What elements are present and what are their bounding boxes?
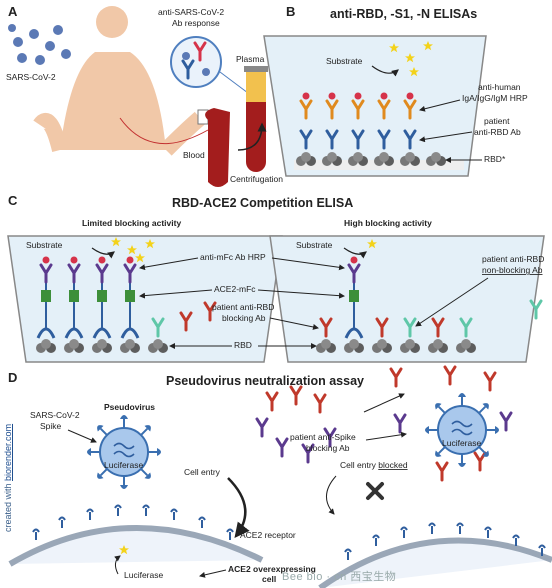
virus-cluster-icon — [8, 24, 71, 65]
blood-line — [119, 117, 209, 145]
panel-c-letter: C — [8, 193, 18, 208]
ace2-stalk-right — [344, 256, 364, 339]
nonblock-line1: patient anti-RBD — [482, 254, 544, 264]
pseudovirus-left-icon — [86, 414, 162, 490]
mfc-label: anti-mFc Ab HRP — [200, 252, 266, 262]
substrate-label-b: Substrate — [326, 56, 363, 66]
biorender-credit: created with biorender.com — [3, 423, 13, 532]
virus-label: SARS-CoV-2 — [6, 72, 56, 82]
cell-entry-label: Cell entry — [184, 467, 221, 477]
spike-line2: Spike — [40, 421, 62, 431]
luciferase-arrow — [114, 555, 121, 575]
substrate-arrow-c-right — [343, 247, 367, 259]
secondary-pointer — [419, 99, 461, 112]
ace2-cell-line2: cell — [262, 574, 276, 584]
cell-membrane-right — [318, 537, 552, 588]
mfc-pointer-left — [139, 257, 199, 271]
cell-membrane-left — [8, 525, 264, 567]
luciferase-cell-label: Luciferase — [124, 570, 163, 580]
cell-entry-arrow — [227, 477, 250, 538]
panel-a-letter: A — [8, 4, 18, 19]
blood-label: Blood — [183, 150, 205, 160]
anti-spike-arrow-1 — [363, 393, 405, 413]
substrate-arrow-b — [371, 65, 399, 77]
hrp-dots-b — [302, 92, 414, 100]
anti-spike-line2: blocking Ab — [306, 443, 350, 453]
left-subtitle: Limited blocking activity — [82, 218, 181, 228]
panel-b: B anti-RBD, -S1, -N ELISAs Substrate ant… — [263, 4, 528, 177]
pseudovirus-label: Pseudovirus — [104, 402, 155, 412]
blocked-arrow — [326, 475, 337, 515]
centrifugation-label: Centrifugation — [230, 174, 283, 184]
cell-entry-blocked: Cell entry blocked — [340, 460, 408, 470]
ab-response-zoom-icon — [170, 36, 253, 97]
blood-tube-icon — [205, 108, 230, 187]
spike-pointer — [67, 429, 97, 443]
substrate-label-c-left: Substrate — [26, 240, 63, 250]
nonblock-line2: non-blocking Ab — [482, 265, 543, 275]
blocking-pointer-right — [269, 317, 319, 330]
panel-a: A SARS-CoV-2 anti-SARS-CoV-2 Ab response — [6, 4, 283, 187]
human-body-icon — [33, 6, 209, 156]
blocked-x-icon — [366, 482, 384, 500]
patient-pointer — [419, 131, 473, 143]
blocking-line2: blocking Ab — [222, 313, 266, 323]
substrate-label-c-right: Substrate — [296, 240, 333, 250]
panel-d: D Pseudovirus neutralization assay Pseud… — [8, 365, 552, 588]
ace2-stalks-left — [36, 270, 140, 339]
mfc-pointer-right — [271, 257, 345, 271]
panel-d-title: Pseudovirus neutralization assay — [166, 374, 364, 388]
anti-spike-arrow-2 — [365, 431, 407, 441]
biorender-link[interactable]: biorender.com — [3, 423, 13, 481]
substrate-arrow-c-left — [91, 247, 115, 259]
ab-response-line2: Ab response — [172, 18, 220, 28]
hrp-dots-c-left — [42, 256, 134, 264]
luciferase-right: Luciferase — [442, 438, 481, 448]
elisa-well-b — [263, 35, 487, 177]
patient-line2: anti-RBD Ab — [474, 127, 521, 137]
centrifugation-arrow — [237, 122, 267, 151]
secondary-line2: IgA/IgG/IgM HRP — [462, 93, 528, 103]
secondary-line1: anti-human — [478, 82, 521, 92]
patient-line1: patient — [484, 116, 510, 126]
panel-b-letter: B — [286, 4, 295, 19]
ace2-receptor-label: ACE2 receptor — [240, 530, 296, 540]
watermark: Bee bio · cn 西宝生物 — [282, 571, 397, 583]
panel-b-title: anti-RBD, -S1, -N ELISAs — [330, 7, 477, 21]
ab-response-line1: anti-SARS-CoV-2 — [158, 7, 224, 17]
right-subtitle: High blocking activity — [344, 218, 432, 228]
spike-line1: SARS-CoV-2 — [30, 410, 80, 420]
anti-spike-line1: patient anti-Spike — [290, 432, 356, 442]
plasma-label: Plasma — [236, 54, 265, 64]
rbd-label-b: RBD* — [484, 154, 506, 164]
luciferase-left: Luciferase — [104, 460, 143, 470]
pseudovirus-right-icon — [424, 392, 500, 468]
ace2-cell-pointer — [199, 569, 227, 578]
panel-c-title: RBD-ACE2 Competition ELISA — [172, 196, 353, 210]
panel-c: C RBD-ACE2 Competition ELISA Limited blo… — [7, 193, 545, 363]
plasma-tube-icon — [244, 66, 268, 172]
blocking-line1: patient anti-RBD — [212, 302, 274, 312]
ace2-label: ACE2-mFc — [214, 284, 256, 294]
rbd-label-c: RBD — [234, 340, 252, 350]
ace2-pointer-left — [139, 289, 213, 299]
nonblock-pointer — [415, 277, 489, 327]
panel-d-letter: D — [8, 370, 17, 385]
ace2-cell-line1: ACE2 overexpressing — [228, 564, 316, 574]
ace2-pointer-right — [257, 289, 345, 299]
